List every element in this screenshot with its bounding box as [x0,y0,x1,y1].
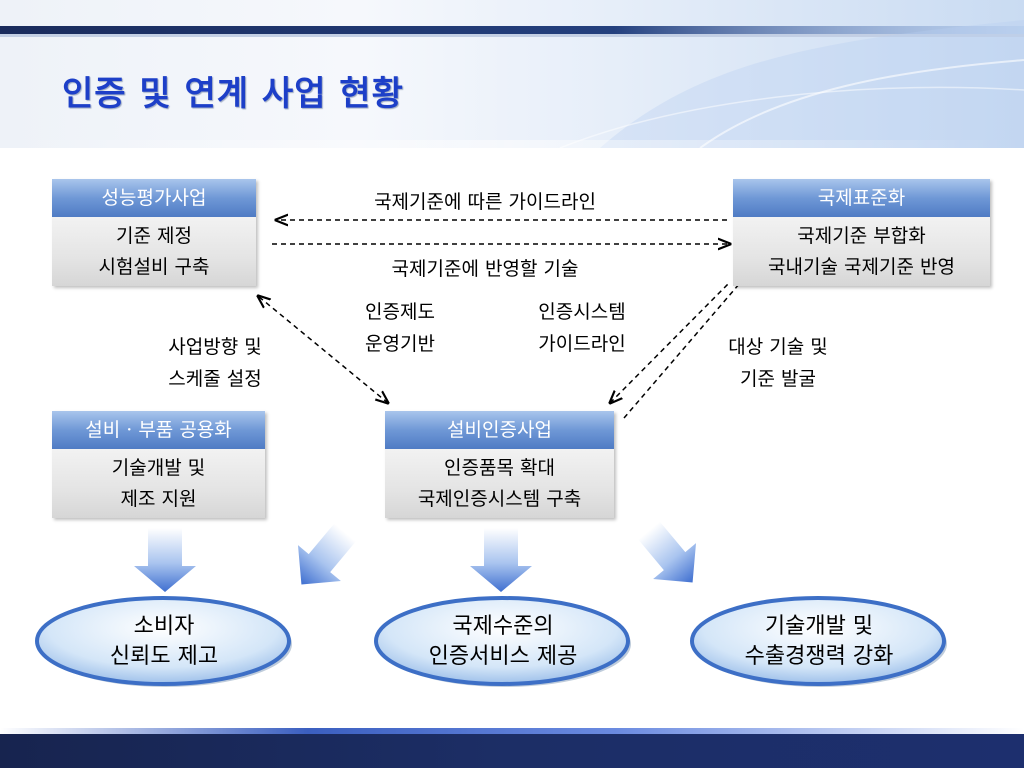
outcome-line: 수출경쟁력 강화 [744,644,894,669]
box-certification-header: 설비인증사업 [385,411,614,449]
box-certification: 설비인증사업 인증품목 확대 국제인증시스템 구축 [385,411,614,518]
down-arrow-center [470,528,532,592]
arrow-left-diagonal [258,296,388,403]
box-intl-standard-header: 국제표준화 [733,179,990,217]
box-intl-standard-line: 국제기준 부합화 [797,225,926,247]
box-parts: 설비 · 부품 공용화 기술개발 및 제조 지원 [52,411,265,518]
label-line: 인증시스템 [538,301,626,323]
label-line: 사업방향 및 [168,336,262,358]
label-line: 대상 기술 및 [728,336,828,358]
label-target: 대상 기술 및 기준 발굴 [698,331,858,395]
outcome-text: 기술개발 및 수출경쟁력 강화 [745,612,894,672]
box-performance-line: 시험설비 구축 [98,256,210,278]
box-performance: 성능평가사업 기준 제정 시험설비 구축 [52,179,256,286]
box-performance-body: 기준 제정 시험설비 구축 [52,217,256,286]
box-intl-standard-line: 국내기술 국제기준 반영 [768,256,955,278]
outcome-line: 국제수준의 [452,614,554,639]
outcome-line: 신뢰도 제고 [109,644,219,669]
diagonal-arrow-left [297,523,356,585]
outcome-intl-cert-service: 국제수준의 인증서비스 제공 [372,594,634,690]
oval-shape [690,596,947,687]
outcome-text: 국제수준의 인증서비스 제공 [429,612,578,672]
diagonal-arrow-right [638,521,697,583]
label-line: 기준 발굴 [740,368,816,390]
page-title: 인증 및 연계 사업 현황 [62,74,404,114]
label-cert-system-right: 인증시스템 가이드라인 [512,296,652,360]
header-decoration [0,20,1024,148]
label-direction: 사업방향 및 스케줄 설정 [140,331,290,395]
oval-shape [374,596,631,687]
box-intl-standard: 국제표준화 국제기준 부합화 국내기술 국제기준 반영 [733,179,990,286]
outcome-export-competitiveness: 기술개발 및 수출경쟁력 강화 [688,594,950,690]
footer-stripe [0,728,1024,734]
label-line: 스케줄 설정 [168,368,262,390]
box-performance-line: 기준 제정 [116,225,192,247]
outcome-line: 기술개발 및 [764,614,874,639]
box-certification-body: 인증품목 확대 국제인증시스템 구축 [385,449,614,518]
label-reflect: 국제기준에 반영할 기술 [391,258,579,280]
down-arrow-left [134,528,196,592]
outcome-line: 소비자 [133,614,195,639]
outcome-text: 소비자 신뢰도 제고 [110,612,218,672]
box-parts-body: 기술개발 및 제조 지원 [52,449,265,518]
label-line: 가이드라인 [538,333,626,355]
label-cert-system-left: 인증제도 운영기반 [340,296,460,360]
box-certification-line: 국제인증시스템 구축 [417,488,582,510]
oval-shape [35,596,292,687]
footer-band [0,728,1024,768]
box-performance-header: 성능평가사업 [52,179,256,217]
outcome-line: 인증서비스 제공 [428,644,578,669]
box-parts-line: 기술개발 및 [111,457,206,479]
label-line: 운영기반 [365,333,435,355]
header-band: 인증 및 연계 사업 현황 [0,0,1024,148]
arrow-right-tail [623,282,741,419]
arrow-right-diagonal [610,283,729,403]
label-guideline: 국제기준에 따른 가이드라인 [374,191,596,213]
box-intl-standard-body: 국제기준 부합화 국내기술 국제기준 반영 [733,217,990,286]
box-certification-line: 인증품목 확대 [444,457,555,479]
box-parts-header: 설비 · 부품 공용화 [52,411,265,449]
box-parts-line: 제조 지원 [120,488,197,510]
outcome-consumer-trust: 소비자 신뢰도 제고 [33,594,295,690]
label-line: 인증제도 [365,301,435,323]
